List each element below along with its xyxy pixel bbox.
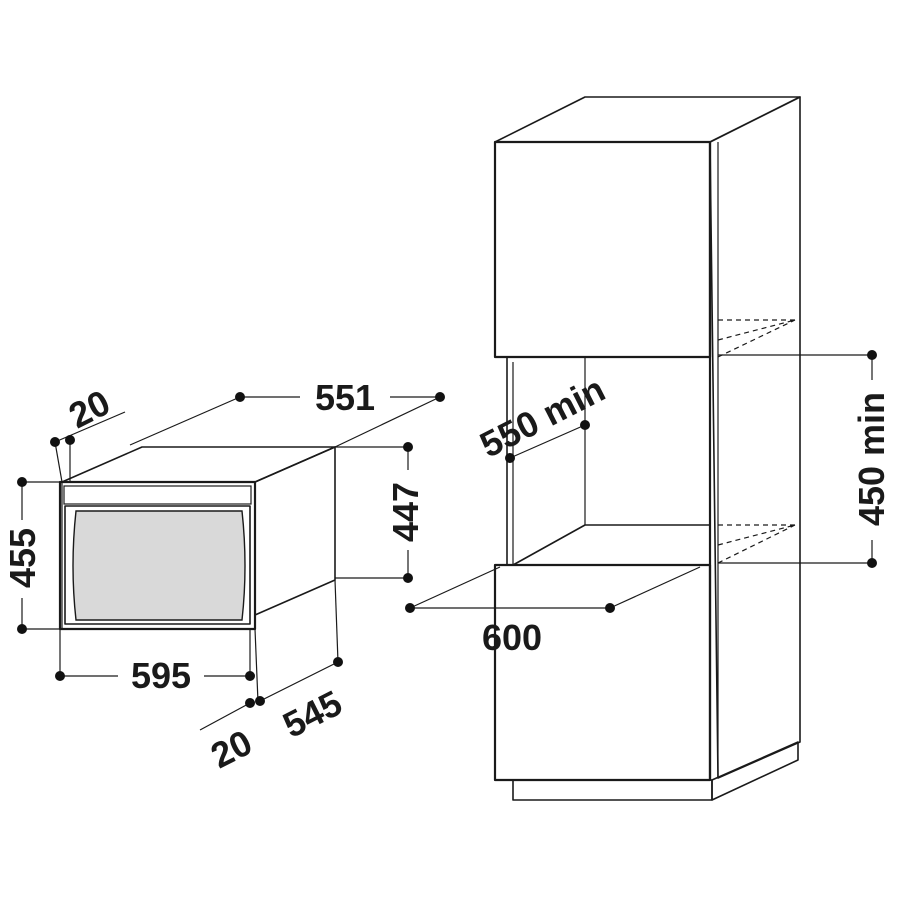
dim-551-end-left — [235, 392, 245, 402]
dim-545-end-back — [333, 657, 343, 667]
dim-20-bottom-end — [245, 698, 255, 708]
label-455: 455 — [2, 528, 43, 588]
niche-dimension-lines — [405, 350, 877, 613]
niche-floor — [512, 524, 711, 566]
dim-550-end-front — [505, 453, 515, 463]
dim-595-end-right — [245, 671, 255, 681]
dim-20-top-end-b — [65, 435, 75, 445]
label-595: 595 — [131, 655, 191, 696]
label-20-bottom: 20 — [204, 722, 258, 777]
dim-455-end-top — [17, 477, 27, 487]
dim-455-end-bottom — [17, 624, 27, 634]
label-450-min: 450 min — [851, 392, 892, 526]
cabinet-drawing — [493, 96, 801, 801]
cabinet-upper-door — [493, 140, 712, 359]
dim-600-end-left — [405, 603, 415, 613]
dim-450-end-top — [867, 350, 877, 360]
appliance-dimension-lines — [17, 392, 445, 731]
dim-595-end-left — [55, 671, 65, 681]
cabinet-lower-door — [493, 563, 712, 782]
dim-20-top-end-a — [50, 437, 60, 447]
cabinet-plinth — [512, 779, 713, 801]
appliance-window — [72, 510, 246, 621]
label-447: 447 — [385, 482, 426, 542]
dim-551-end-right — [435, 392, 445, 402]
cabinet-side-face — [709, 96, 801, 779]
appliance-control-strip — [63, 485, 252, 505]
label-551: 551 — [315, 377, 375, 418]
appliance-side-face — [254, 446, 336, 616]
dim-550-end-back — [580, 420, 590, 430]
appliance-front-frame — [58, 480, 257, 631]
dim-447-end-top — [403, 442, 413, 452]
dim-447-end-bottom — [403, 573, 413, 583]
label-20-top: 20 — [62, 382, 116, 437]
dim-545-end-front — [255, 696, 265, 706]
dim-600-end-right — [605, 603, 615, 613]
appliance-door — [64, 505, 251, 625]
appliance-drawing — [58, 446, 336, 631]
label-545: 545 — [276, 682, 348, 746]
label-600: 600 — [482, 617, 542, 658]
label-550-min: 550 min — [473, 368, 611, 465]
dim-450-end-bottom — [867, 558, 877, 568]
